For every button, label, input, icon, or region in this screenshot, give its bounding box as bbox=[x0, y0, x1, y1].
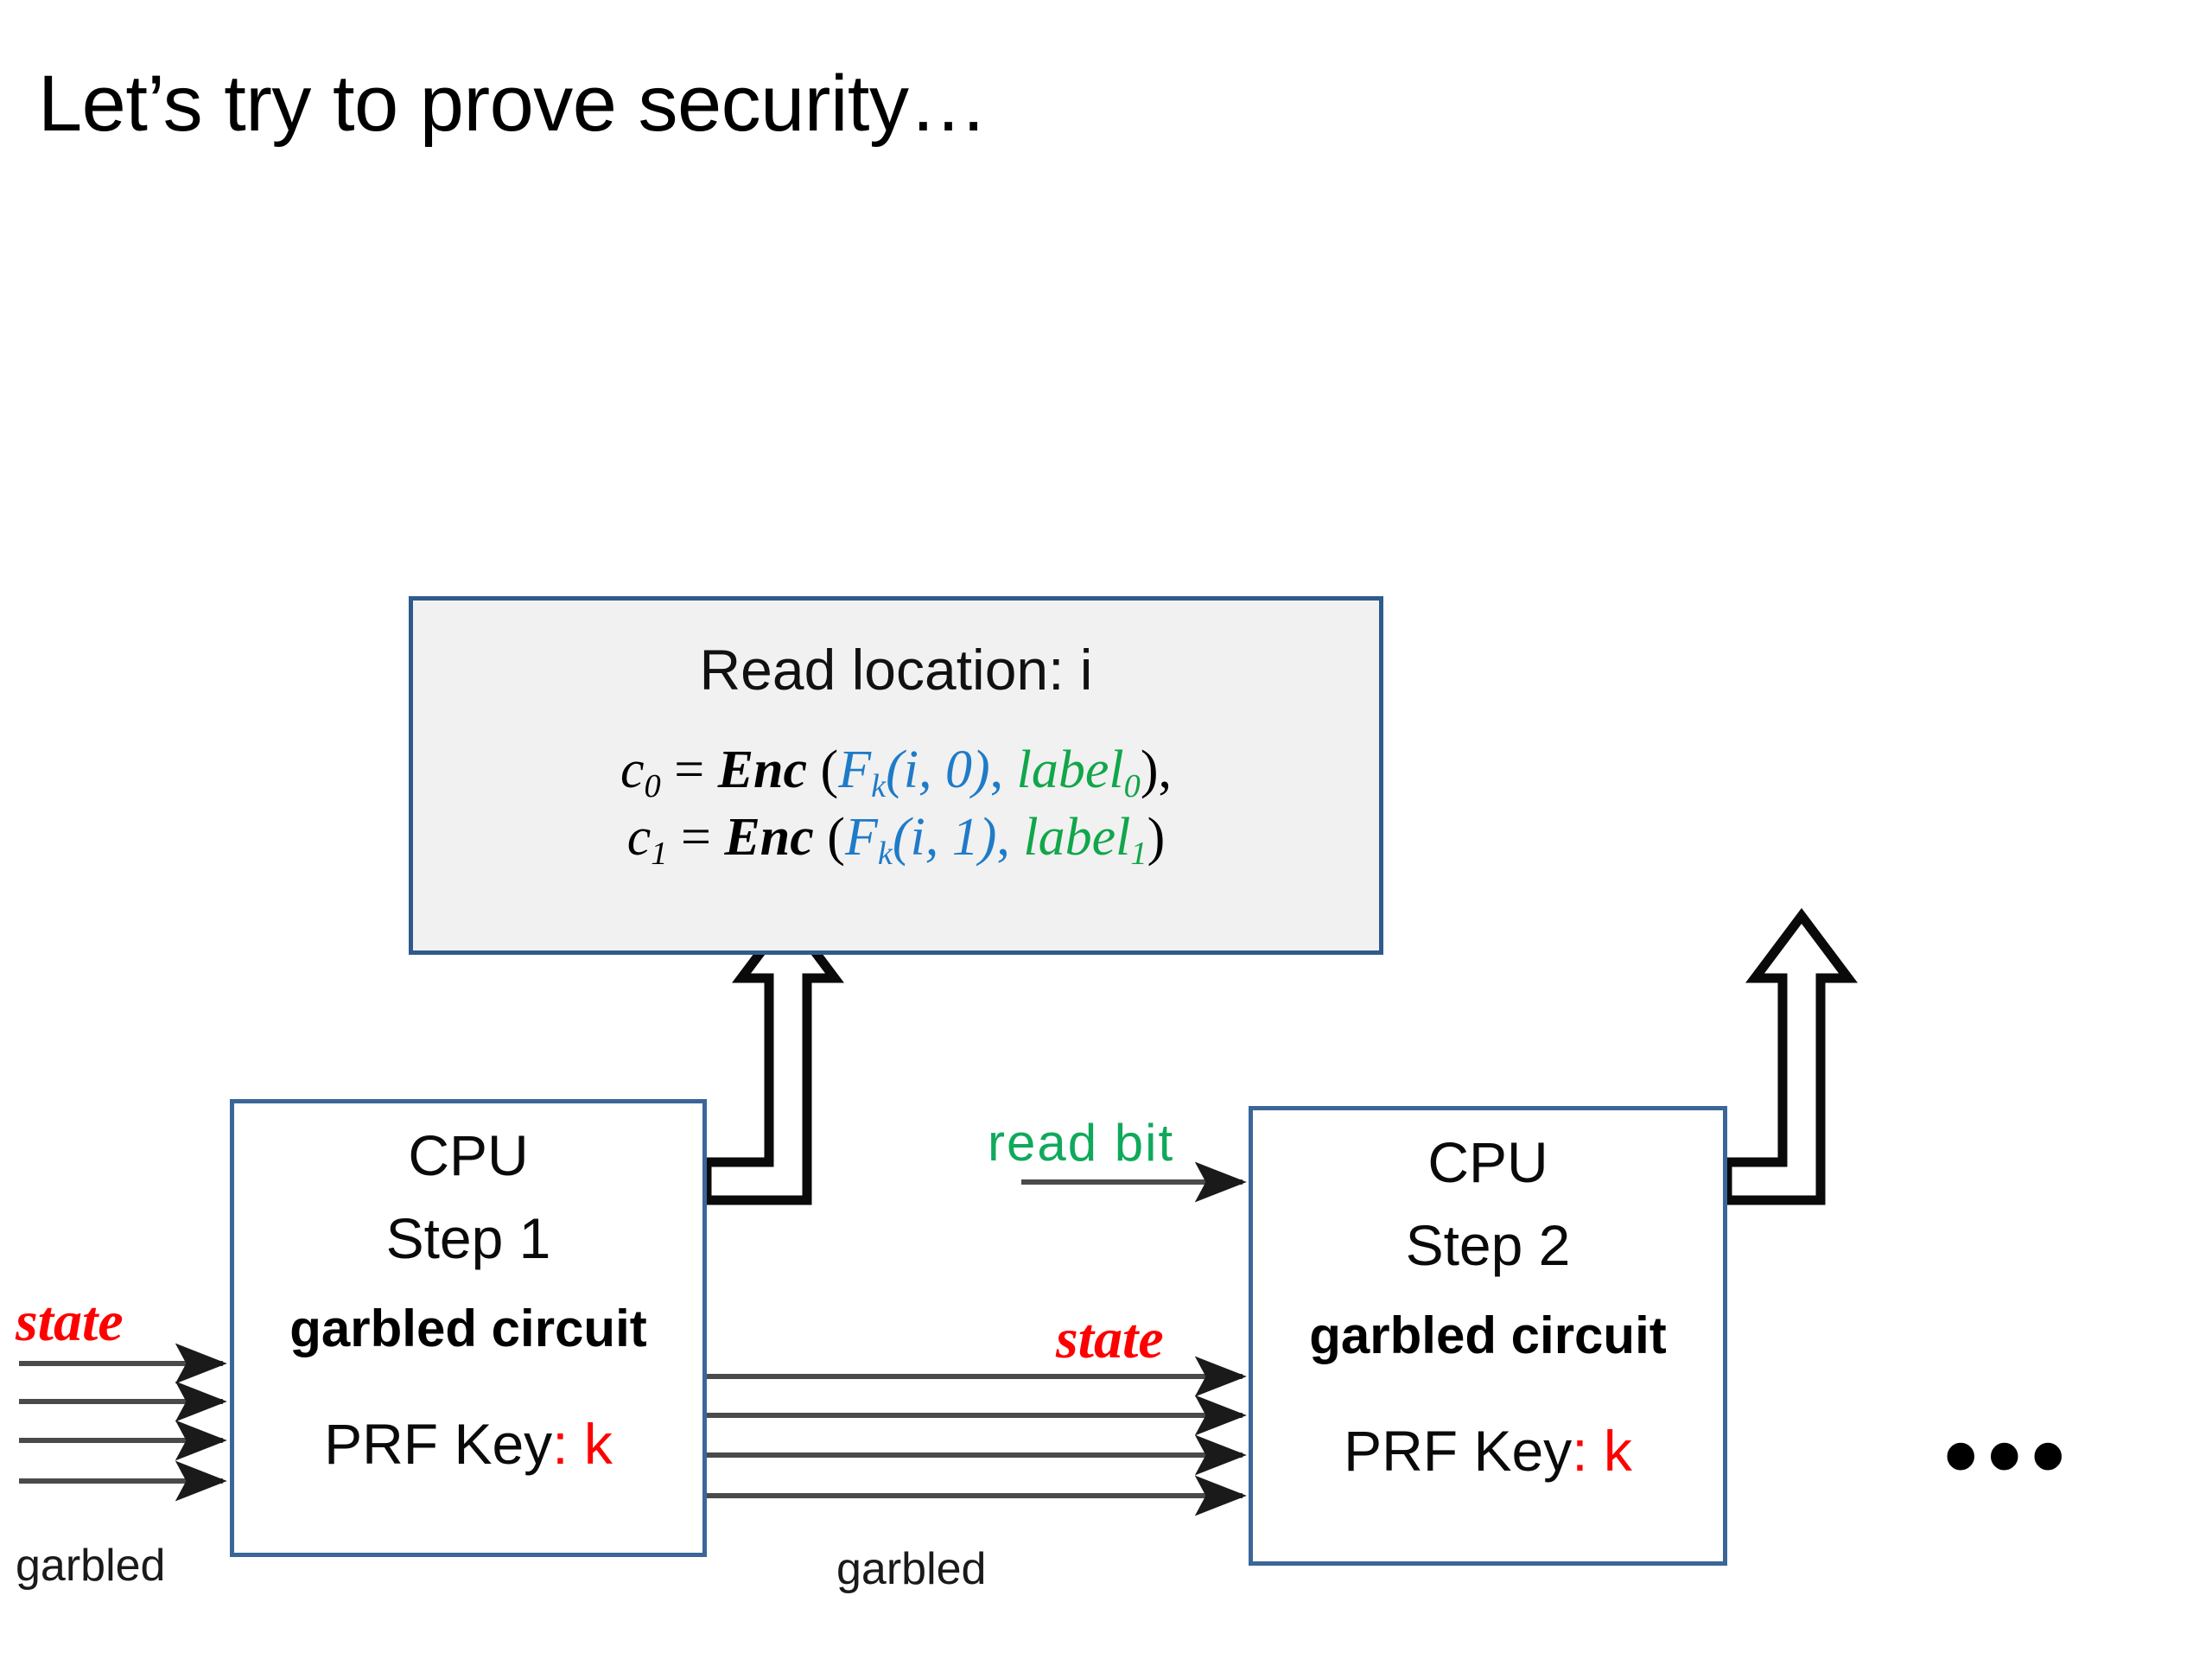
formula-equals: = bbox=[680, 808, 711, 868]
formula-equals: = bbox=[674, 741, 705, 799]
formula-prf-args: (i, 0) bbox=[886, 741, 990, 799]
formula-close-paren: ) bbox=[1147, 808, 1166, 868]
continuation-ellipsis: ••• bbox=[1944, 1402, 2075, 1509]
cpu-step-1-box: CPU Step 1 garbled circuit PRF Key: k bbox=[230, 1099, 707, 1557]
prf-key-label: PRF Key bbox=[1344, 1419, 1573, 1483]
cpu-label: CPU bbox=[1427, 1130, 1548, 1194]
formula-lhs: c bbox=[626, 808, 652, 868]
formula-comma: , bbox=[989, 741, 1004, 799]
prf-key-colon: : bbox=[1572, 1419, 1588, 1483]
prf-key-value: k bbox=[583, 1412, 613, 1476]
formula-lhs: c bbox=[620, 741, 645, 799]
read-location-box: Read location: i c0 = Enc (Fk(i, 0), lab… bbox=[409, 596, 1383, 955]
prf-key-value: k bbox=[1603, 1419, 1632, 1483]
formula-label-sub: 0 bbox=[1123, 767, 1141, 804]
prf-key-row: PRF Key: k bbox=[1253, 1418, 1723, 1484]
formula-prf: F bbox=[838, 741, 872, 799]
formula-label: label bbox=[1016, 741, 1124, 799]
formula-prf-sub: k bbox=[877, 835, 893, 872]
block-arrow-up-cpu1 bbox=[702, 907, 844, 1205]
read-location-heading: Read location: i bbox=[699, 638, 1093, 702]
cpu-label: CPU bbox=[408, 1123, 529, 1187]
formula-open-paren: ( bbox=[820, 741, 839, 799]
formula-line-c1: c1 = Enc (Fk(i, 1), label1) bbox=[413, 806, 1379, 874]
read-bit-label: read bit bbox=[988, 1114, 1175, 1172]
block-arrow-up-cpu2 bbox=[1722, 907, 1858, 1205]
page-title: Let’s try to prove security… bbox=[38, 60, 988, 148]
state-label-left: state bbox=[16, 1290, 124, 1353]
formula-close-paren: ) bbox=[1140, 741, 1159, 799]
garbled-circuit-label: garbled circuit bbox=[289, 1300, 647, 1357]
formula-label-sub: 1 bbox=[1130, 835, 1147, 872]
formula-lhs-sub: 0 bbox=[644, 767, 661, 804]
input-wires-left bbox=[19, 1343, 227, 1502]
state-label-middle: state bbox=[1056, 1307, 1164, 1370]
formula-prf-args: (i, 1) bbox=[892, 808, 997, 868]
formula-enc: Enc bbox=[717, 741, 808, 799]
prf-key-colon: : bbox=[552, 1412, 569, 1476]
formula-prf-sub: k bbox=[871, 767, 887, 804]
garbled-circuit-label: garbled circuit bbox=[1309, 1306, 1667, 1364]
garbled-label-middle: garbled bbox=[836, 1544, 987, 1594]
formula-line-c0: c0 = Enc (Fk(i, 0), label0), bbox=[413, 739, 1379, 806]
ciphertext-formulas: c0 = Enc (Fk(i, 0), label0), c1 = Enc (F… bbox=[413, 739, 1379, 874]
formula-open-paren: ( bbox=[827, 808, 845, 868]
formula-prf: F bbox=[844, 808, 878, 868]
cpu-step-label: Step 1 bbox=[385, 1206, 551, 1270]
formula-enc: Enc bbox=[724, 808, 814, 868]
formula-lhs-sub: 1 bbox=[651, 835, 668, 872]
garbled-label-left: garbled bbox=[16, 1541, 166, 1591]
prf-key-label: PRF Key bbox=[324, 1412, 553, 1476]
cpu-step-label: Step 2 bbox=[1405, 1213, 1571, 1277]
input-wires-middle bbox=[704, 1356, 1247, 1516]
formula-comma: , bbox=[996, 808, 1010, 868]
formula-label: label bbox=[1023, 808, 1131, 868]
cpu-step-2-box: CPU Step 2 garbled circuit PRF Key: k bbox=[1249, 1106, 1727, 1566]
formula-trailing: , bbox=[1158, 741, 1173, 799]
prf-key-row: PRF Key: k bbox=[234, 1411, 702, 1477]
